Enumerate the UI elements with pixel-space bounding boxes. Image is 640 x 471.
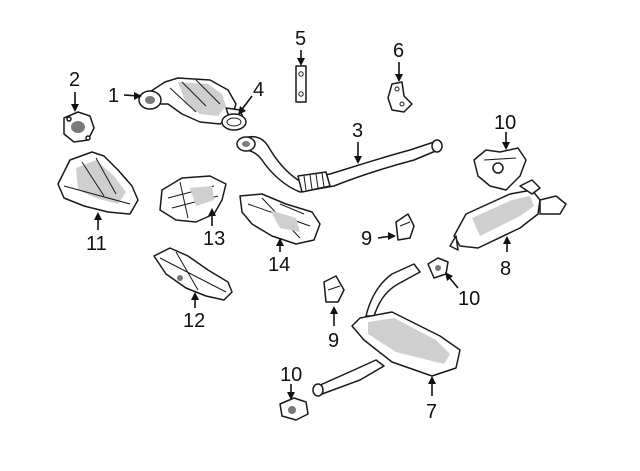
- leader-9b: [330, 306, 338, 326]
- part-insulator-middle[interactable]: [427, 257, 449, 279]
- callout-11: 11: [86, 233, 107, 255]
- callout-4: 4: [253, 79, 264, 101]
- leader-8: [503, 236, 511, 252]
- callout-3: 3: [352, 120, 363, 142]
- callout-2: 2: [69, 69, 80, 91]
- leader-4: [238, 95, 253, 115]
- callout-7: 7: [426, 401, 437, 423]
- part-heat-shield-right[interactable]: [239, 193, 321, 245]
- part-insulator-bottom[interactable]: [279, 397, 309, 421]
- callout-10-bottom: 10: [280, 364, 302, 386]
- part-flange-gasket[interactable]: [221, 113, 247, 131]
- leader-14: [276, 238, 284, 252]
- leader-12: [191, 292, 199, 308]
- leader-13: [208, 208, 216, 226]
- callout-14: 14: [268, 254, 290, 276]
- callout-13: 13: [203, 228, 225, 250]
- leader-5: [297, 50, 305, 66]
- part-intermediate-muffler[interactable]: [312, 263, 461, 397]
- callout-1: 1: [108, 85, 119, 107]
- leader-1: [123, 92, 142, 100]
- callout-8: 8: [500, 258, 511, 280]
- part-front-pipe[interactable]: [236, 135, 443, 193]
- callout-9-lower: 9: [328, 330, 339, 352]
- leader-6: [395, 62, 403, 82]
- part-clamp-upper[interactable]: [395, 213, 415, 241]
- leader-9a: [377, 232, 396, 240]
- part-heat-shield-lower[interactable]: [153, 247, 233, 301]
- callout-12: 12: [183, 310, 205, 332]
- leader-11: [94, 212, 102, 230]
- part-hanger-strap[interactable]: [295, 65, 307, 103]
- part-heat-shield-center[interactable]: [159, 175, 227, 223]
- part-gasket[interactable]: [63, 111, 95, 143]
- callout-9-upper: 9: [361, 228, 372, 250]
- leader-10c: [287, 384, 295, 400]
- leader-2: [71, 92, 79, 112]
- callout-5: 5: [295, 28, 306, 50]
- part-hanger-bracket[interactable]: [387, 81, 413, 113]
- part-rear-muffler[interactable]: [449, 179, 567, 251]
- leader-3: [354, 142, 362, 164]
- leader-10b: [445, 272, 459, 289]
- callout-6: 6: [393, 40, 404, 62]
- part-clamp-lower[interactable]: [323, 275, 345, 303]
- callout-10-upper: 10: [494, 112, 516, 134]
- leader-7: [428, 376, 436, 396]
- callout-10-middle: 10: [458, 288, 480, 310]
- part-insulator-upper[interactable]: [473, 147, 527, 191]
- part-heat-shield-left[interactable]: [57, 151, 139, 215]
- leader-10a: [502, 132, 510, 150]
